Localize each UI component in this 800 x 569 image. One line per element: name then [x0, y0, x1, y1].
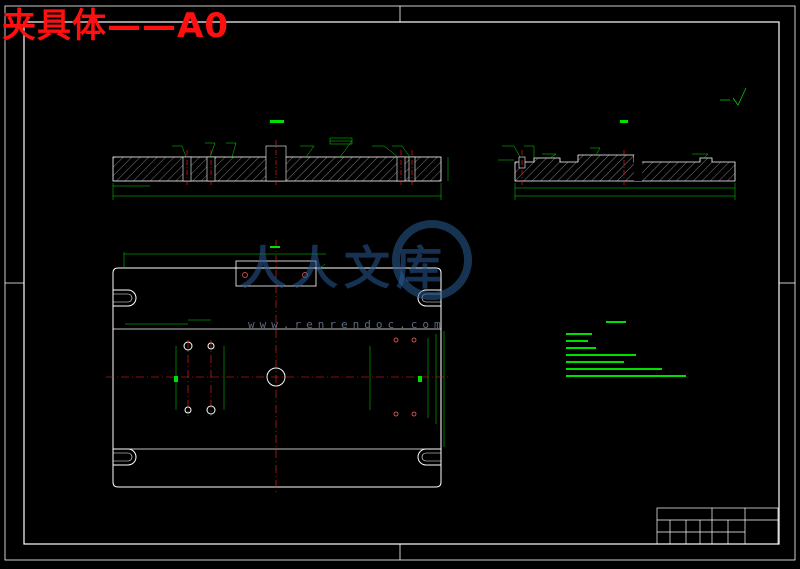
watermark-name: 人人文库 [240, 241, 448, 295]
drawing-title: 夹具体——A0 [2, 6, 229, 46]
plan-view [106, 240, 448, 493]
section-view-a [112, 120, 449, 200]
technical-notes [566, 321, 686, 377]
centering-marks [5, 6, 795, 560]
title-block [656, 507, 779, 545]
watermark-emblem [392, 220, 472, 300]
section-b-body [514, 154, 736, 182]
watermark-url: www.renrendoc.com [248, 318, 446, 331]
section-view-b [498, 120, 736, 200]
roughness-symbol [720, 87, 747, 106]
plan-outline [112, 267, 442, 488]
